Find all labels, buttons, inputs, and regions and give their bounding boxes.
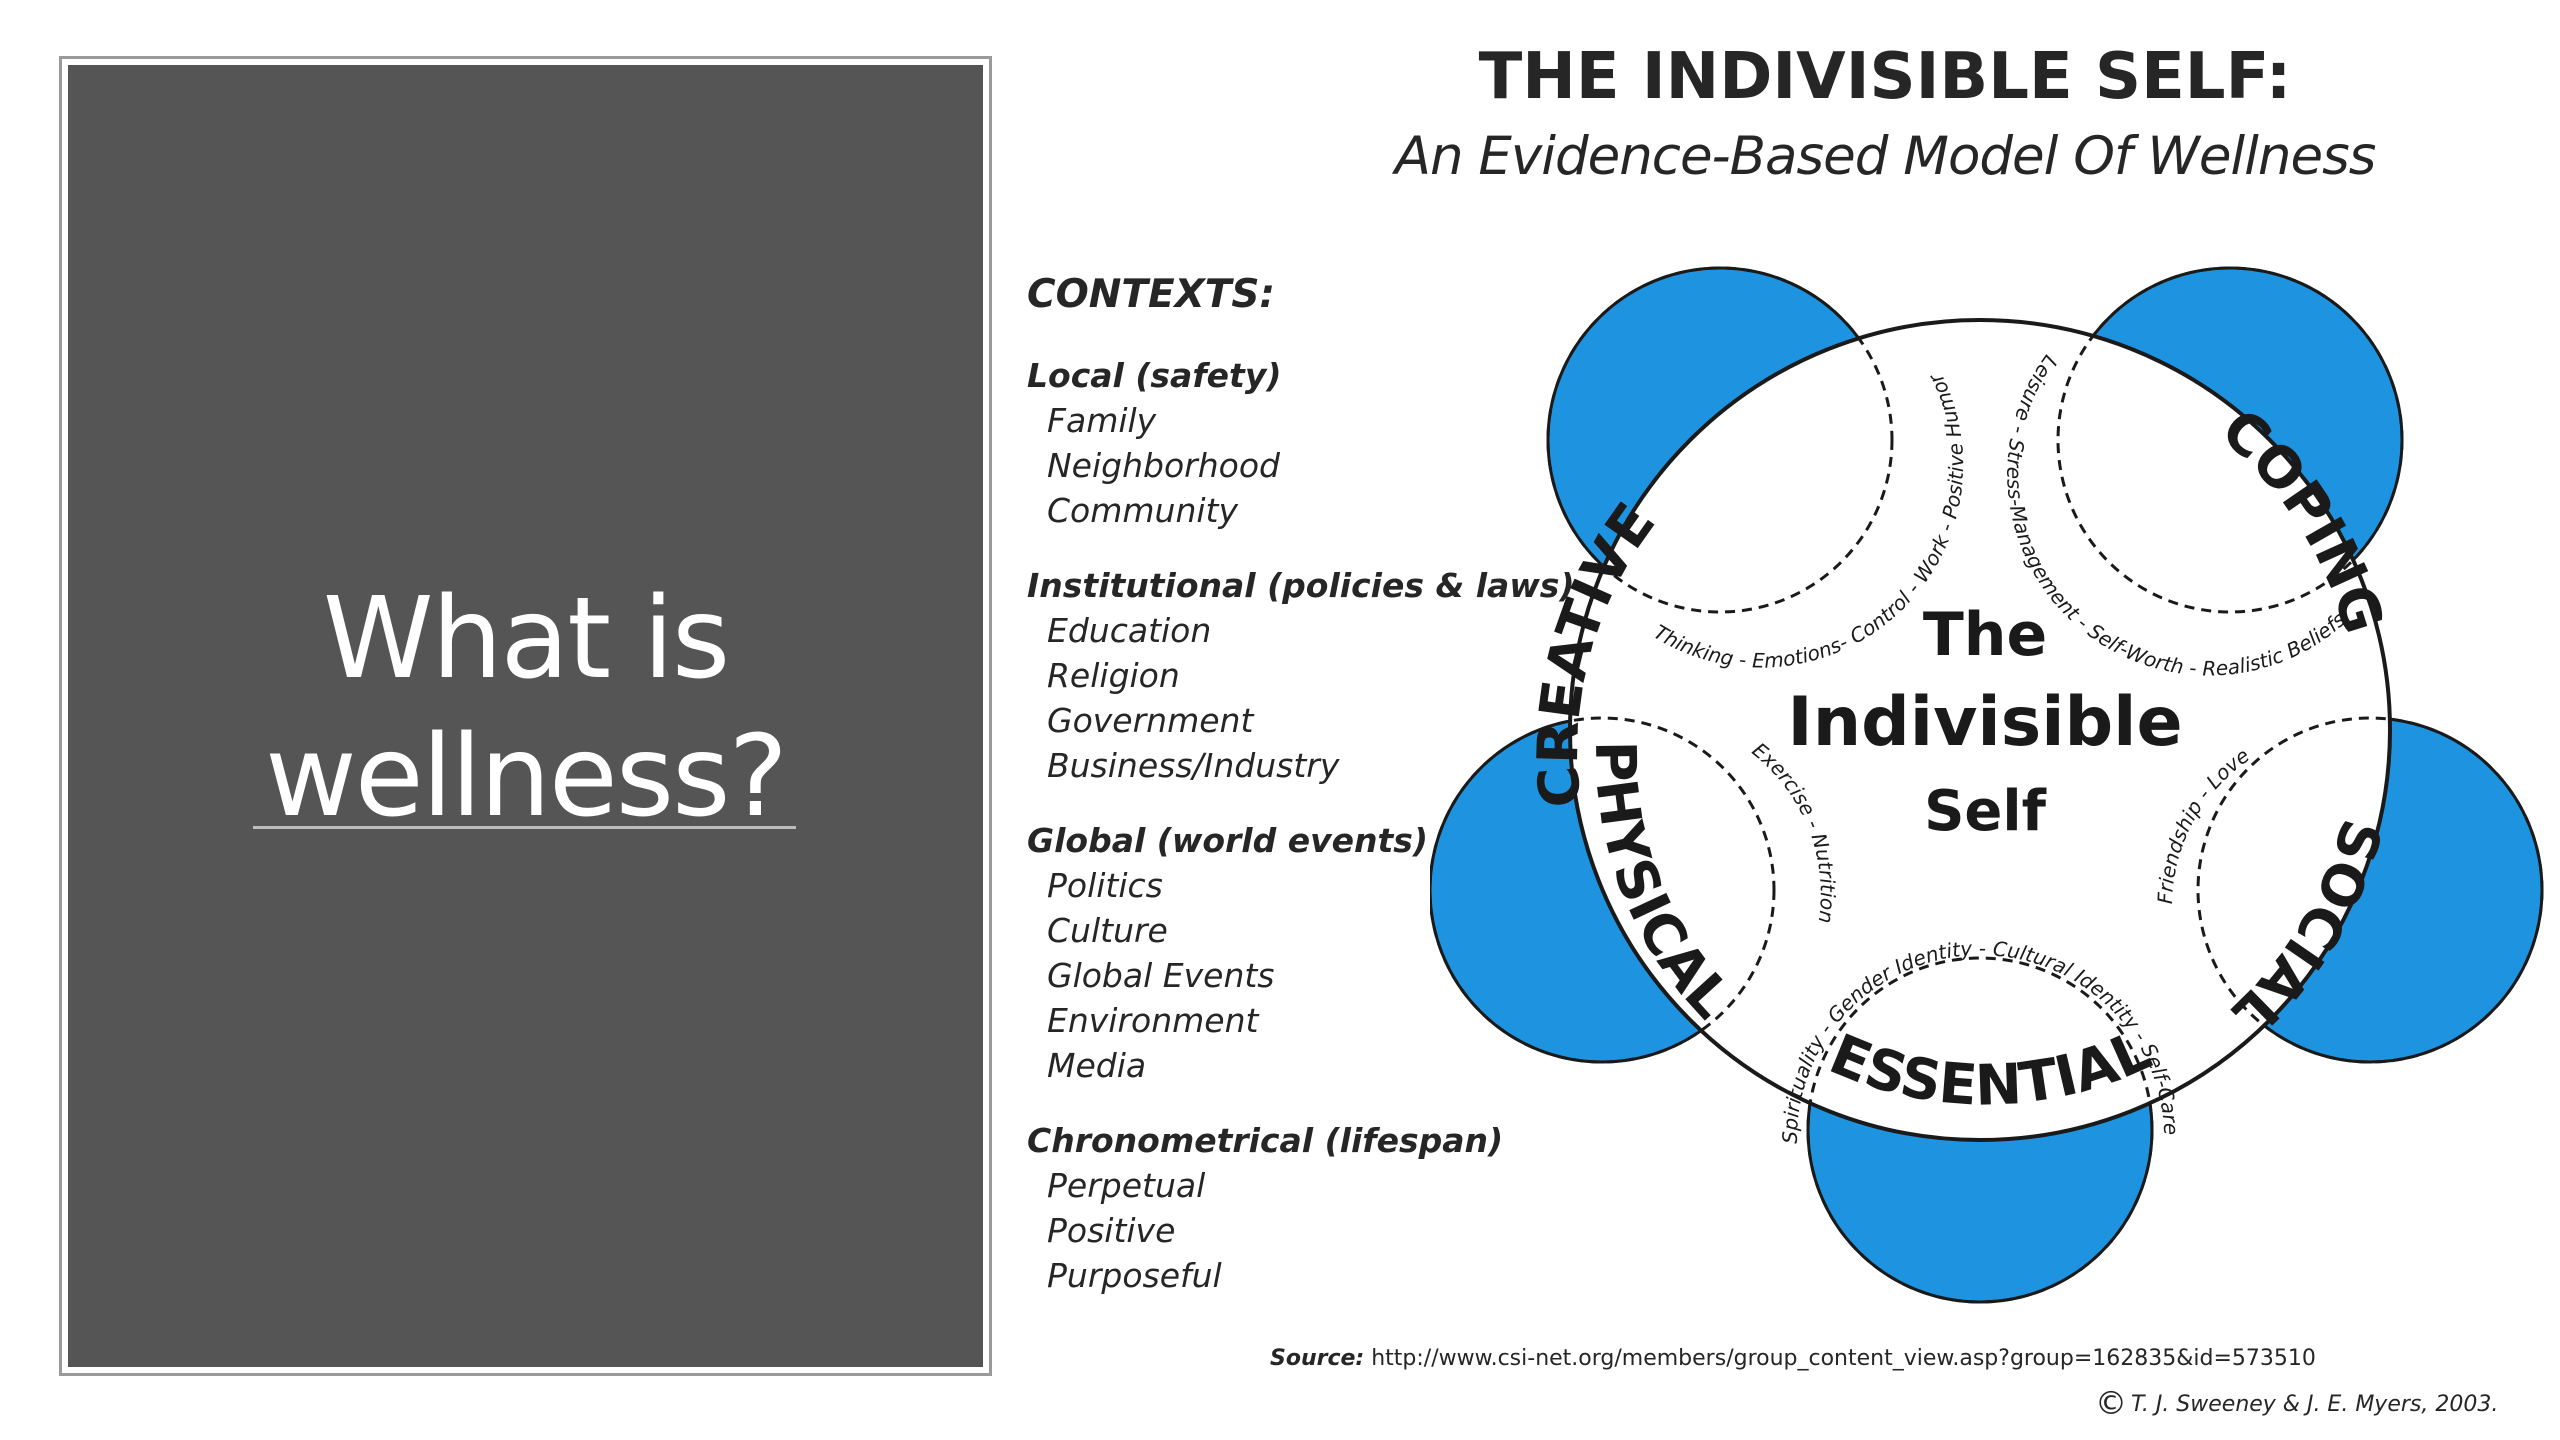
context-group-label: Institutional (policies & laws) [1027, 566, 1575, 605]
social-dashed-edge [2196, 716, 2544, 1064]
indivisible-self-circle [1568, 318, 2392, 1142]
center-label-line-2: Indivisible [1787, 683, 2182, 762]
context-item: Government [1047, 701, 1254, 740]
context-item: Business/Industry [1047, 746, 1340, 785]
context-item: Politics [1047, 866, 1163, 905]
context-item: Media [1047, 1046, 1147, 1085]
context-item: Neighborhood [1047, 446, 1280, 485]
coping-dashed-edge [2056, 266, 2404, 614]
center-label-line-3: Self [1924, 779, 2047, 844]
slide-title-line-1: What is [322, 574, 730, 704]
copyright-text: T. J. Sweeney & J. E. Myers, 2003. [2131, 1392, 2499, 1417]
context-item: Culture [1047, 911, 1168, 950]
context-group-label: Global (world events) [1027, 821, 1428, 860]
context-group-local: Local (safety) Family Neighborhood Commu… [1027, 353, 1575, 533]
context-group-chronometrical: Chronometrical (lifespan) Perpetual Posi… [1027, 1118, 1575, 1298]
source-url[interactable]: http://www.csi-net.org/members/group_con… [1371, 1346, 2316, 1371]
copyright-line: ©T. J. Sweeney & J. E. Myers, 2003. [2095, 1384, 2498, 1422]
essential-dashed-edge [1806, 956, 2154, 1304]
context-item: Community [1047, 491, 1238, 530]
context-item: Family [1047, 401, 1157, 440]
figure-subtitle: An Evidence-Based Model Of Wellness [1394, 126, 2377, 187]
contexts-list: CONTEXTS: Local (safety) Family Neighbor… [1027, 272, 1575, 1328]
context-item: Perpetual [1047, 1166, 1206, 1205]
context-item: Global Events [1047, 956, 1275, 995]
physical-dashed-edge [1430, 716, 1776, 1064]
indivisible-self-diagram: CREATIVE COPING SOCIAL ESSENTIAL PHYSICA… [1430, 266, 2544, 1304]
center-label-line-1: The [1923, 600, 2047, 670]
context-group-institutional: Institutional (policies & laws) Educatio… [1027, 563, 1575, 788]
context-item: Religion [1047, 656, 1180, 695]
context-item: Education [1047, 611, 1212, 650]
context-item: Purposeful [1047, 1256, 1222, 1295]
title-panel: What is wellness? [59, 56, 992, 1376]
slide-title-line-2: wellness? [265, 712, 788, 842]
context-group-label: Local (safety) [1027, 356, 1282, 395]
contexts-heading: CONTEXTS: [1027, 272, 1276, 317]
title-panel-background: What is wellness? [68, 65, 983, 1367]
context-item: Environment [1047, 1001, 1259, 1040]
slide-title: What is wellness? [68, 570, 983, 846]
source-label: Source: [1270, 1346, 1365, 1371]
figure-title: THE INDIVISIBLE SELF: [1478, 40, 2292, 114]
title-underline [253, 826, 796, 829]
creative-dashed-edge [1546, 266, 1894, 614]
center-disc [1570, 320, 2390, 1140]
context-group-global: Global (world events) Politics Culture G… [1027, 818, 1575, 1088]
context-item: Positive [1047, 1211, 1176, 1250]
source-line: Source: http://www.csi-net.org/members/g… [1270, 1346, 2316, 1371]
context-group-label: Chronometrical (lifespan) [1027, 1121, 1504, 1160]
copyright-icon: © [2095, 1384, 2127, 1422]
